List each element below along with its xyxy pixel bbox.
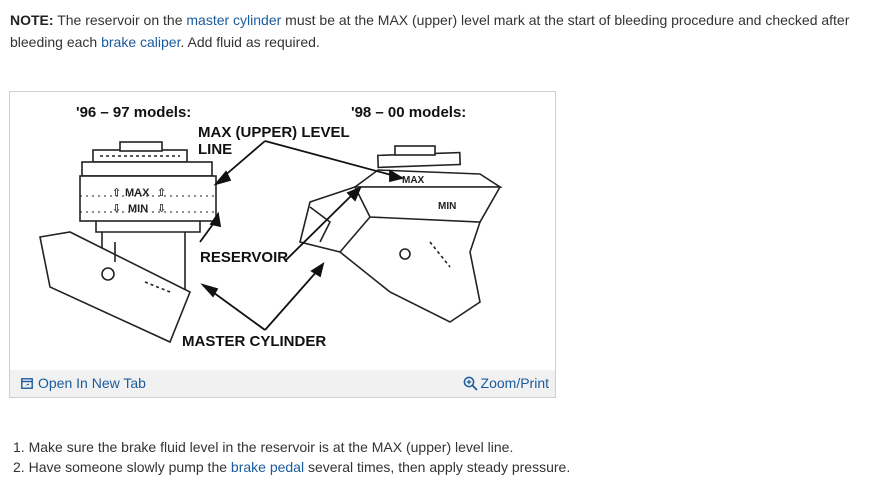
open-in-new-tab-button[interactable]: Open In New Tab [21, 375, 146, 391]
figure-footer: Open In New Tab Zoom/Print [10, 370, 555, 397]
step-number: 1. [13, 439, 29, 455]
note-paragraph: NOTE: The reservoir on the master cylind… [10, 9, 865, 53]
zoom-print-button[interactable]: Zoom/Print [463, 375, 549, 391]
list-item: 1. Make sure the brake fluid level in th… [13, 437, 570, 457]
note-text-1: The reservoir on the [53, 12, 187, 28]
list-item: 2. Have someone slowly pump the brake pe… [13, 457, 570, 477]
brake-caliper-link[interactable]: brake caliper [101, 34, 181, 50]
max-level-label-line-1: MAX (UPPER) LEVEL [198, 124, 350, 141]
step-number: 2. [13, 459, 29, 475]
brake-pedal-link[interactable]: brake pedal [230, 459, 305, 475]
left-master-cylinder-drawing [39, 141, 217, 344]
right-max-mark: MAX [402, 175, 425, 186]
zoom-in-icon [463, 376, 478, 391]
zoom-print-label: Zoom/Print [480, 375, 549, 391]
left-min-down-arrow-icon: ⇩ [112, 203, 121, 215]
pointer-lines [199, 140, 405, 331]
max-level-label-line-2: LINE [198, 141, 232, 158]
note-label: NOTE: [10, 12, 54, 28]
left-min-mark: MIN [128, 203, 148, 215]
open-in-new-tab-label: Open In New Tab [38, 375, 146, 391]
note-text-2: must be at the MAX (upper) level mark at… [10, 12, 850, 50]
right-min-mark: MIN [438, 201, 456, 212]
step-text: Have someone slowly pump the [28, 459, 231, 475]
left-min-down-arrow-icon-2: ⇩ [157, 203, 166, 215]
models-right-label: '98 – 00 models: [351, 104, 466, 121]
master-cylinder-label: MASTER CYLINDER [182, 333, 326, 350]
left-max-mark: MAX [125, 187, 150, 199]
left-max-up-arrow-icon-2: ⇧ [157, 187, 166, 199]
reservoir-diagram: MAX ⇧ ⇧ MIN ⇩ ⇩ MAX MIN [39, 104, 503, 350]
reservoir-label: RESERVOIR [200, 249, 288, 266]
steps-list: 1. Make sure the brake fluid level in th… [13, 437, 570, 477]
master-cylinder-link[interactable]: master cylinder [186, 12, 282, 28]
step-text: Make sure the brake fluid level in the r… [28, 439, 514, 455]
left-max-up-arrow-icon: ⇧ [112, 187, 121, 199]
right-master-cylinder-drawing [299, 145, 503, 323]
note-text-3: . Add fluid as required. [180, 34, 320, 50]
diagram-figure: MAX ⇧ ⇧ MIN ⇩ ⇩ MAX MIN [9, 91, 556, 398]
new-tab-icon [21, 377, 33, 389]
models-left-label: '96 – 97 models: [76, 104, 191, 121]
step-text-end: several times, then apply steady pressur… [304, 459, 571, 475]
